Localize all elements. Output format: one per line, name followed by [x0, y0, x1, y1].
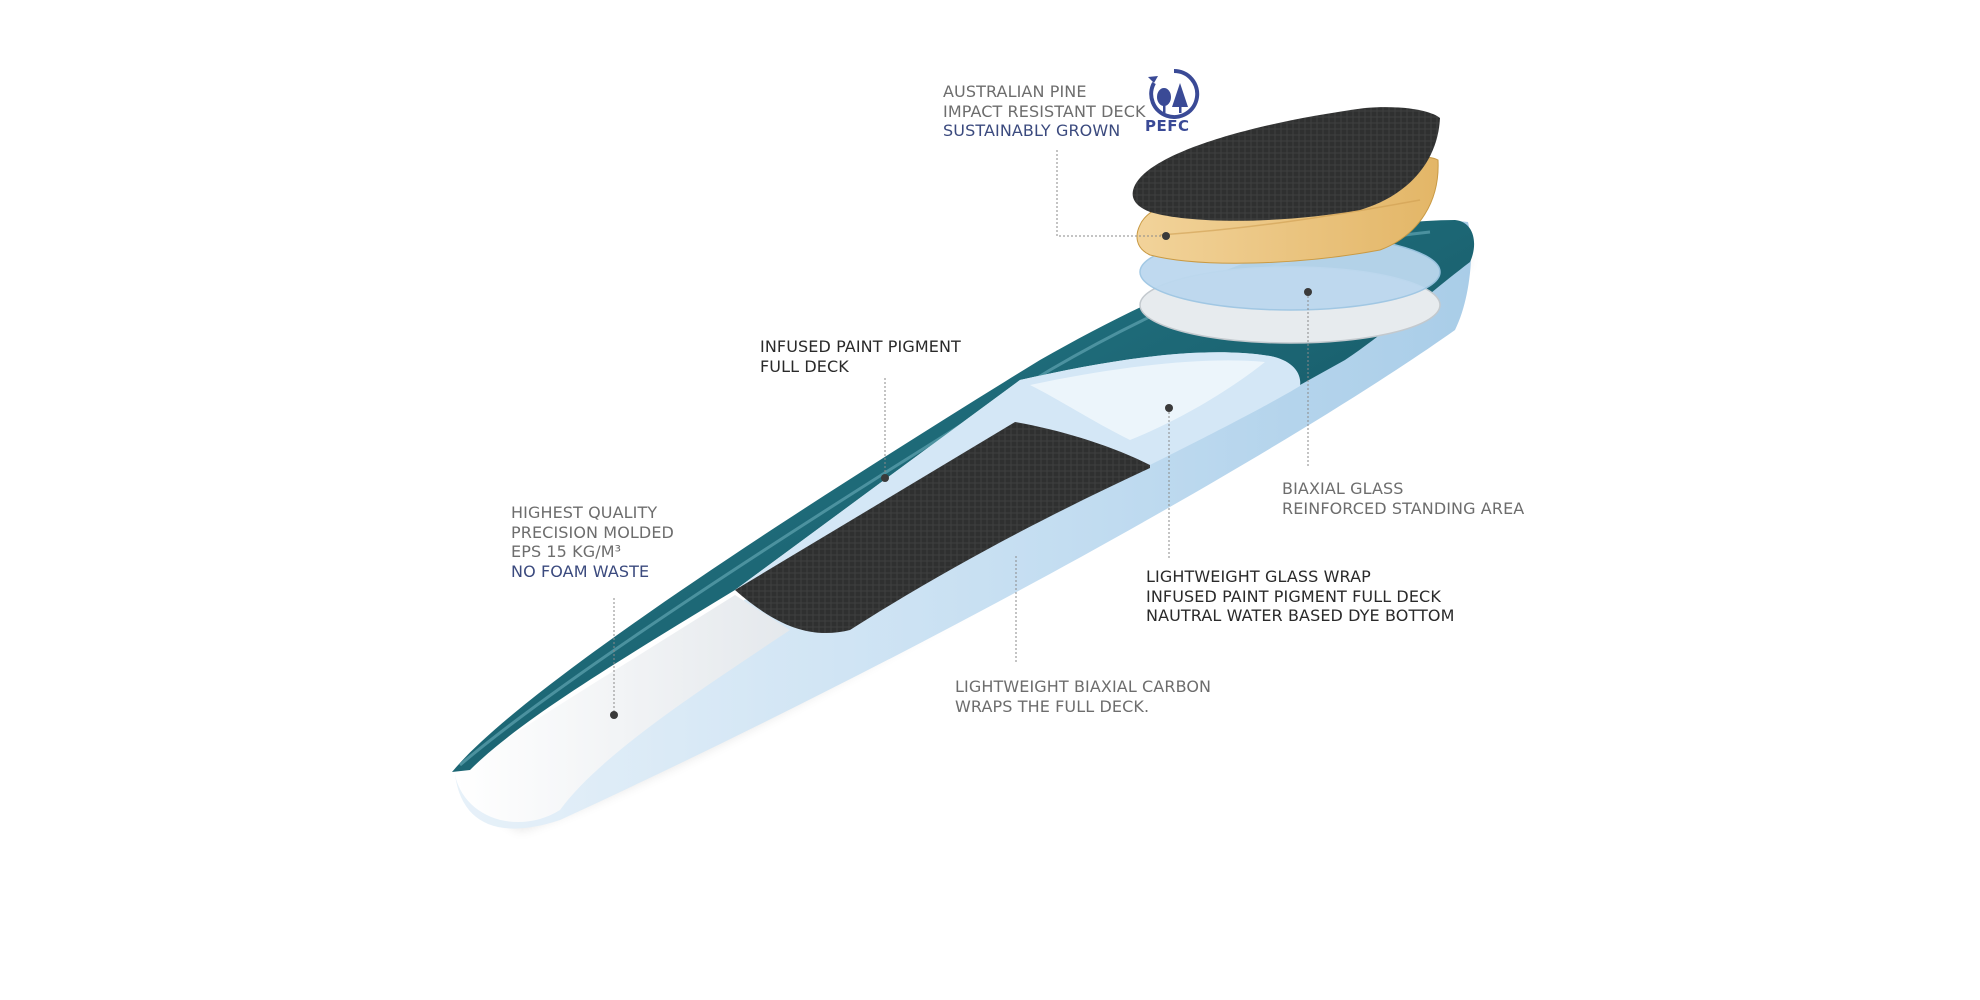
- pefc-text: PEFC: [1145, 117, 1190, 135]
- callout-glass-wrap: LIGHTWEIGHT GLASS WRAP INFUSED PAINT PIG…: [1146, 567, 1455, 626]
- callout-biaxial-glass: BIAXIAL GLASS REINFORCED STANDING AREA: [1282, 479, 1524, 518]
- callout-line: NAUTRAL WATER BASED DYE BOTTOM: [1146, 606, 1455, 625]
- leader-dot-eps: [610, 711, 618, 719]
- leader-line-pine: [1056, 150, 1166, 237]
- leader-dot-pine: [1162, 232, 1170, 240]
- pine-grain-line: [1159, 199, 1421, 236]
- callout-line: REINFORCED STANDING AREA: [1282, 498, 1525, 518]
- callout-accent-line: SUSTAINABLY GROWN: [943, 121, 1121, 140]
- callout-line: LIGHTWEIGHT GLASS WRAP: [1146, 567, 1371, 586]
- callout-line: WRAPS THE FULL DECK.: [955, 696, 1150, 716]
- callout-line: INFUSED PAINT PIGMENT: [760, 337, 961, 356]
- pefc-logo: PEFC: [1142, 67, 1206, 139]
- eps-foam-core: [455, 595, 790, 823]
- carbon-deck-pad: [735, 422, 1150, 634]
- callout-line: LIGHTWEIGHT BIAXIAL CARBON: [955, 677, 1212, 696]
- callout-eps-foam: HIGHEST QUALITY PRECISION MOLDED EPS 15 …: [511, 503, 674, 581]
- leader-dot-pigment: [881, 474, 889, 482]
- callout-line: BIAXIAL GLASS: [1282, 479, 1404, 498]
- callout-line: AUSTRALIAN PINE: [943, 82, 1087, 101]
- deck-glass-sheen: [1030, 360, 1265, 440]
- callout-biaxial-carbon: LIGHTWEIGHT BIAXIAL CARBON WRAPS THE FUL…: [955, 677, 1211, 716]
- callout-line: PRECISION MOLDED: [511, 522, 674, 542]
- callout-line: FULL DECK: [760, 356, 849, 376]
- leader-dot-glass-wrap: [1165, 404, 1173, 412]
- leader-dot-biaxial-glass: [1304, 288, 1312, 296]
- callout-accent-line: NO FOAM WASTE: [511, 561, 650, 581]
- callout-line: HIGHEST QUALITY: [511, 503, 658, 522]
- callout-line: IMPACT RESISTANT DECK: [943, 101, 1146, 121]
- callout-line: EPS 15 KG/M³: [511, 542, 622, 561]
- callout-australian-pine: AUSTRALIAN PINE IMPACT RESISTANT DECK SU…: [943, 82, 1146, 141]
- callout-line: INFUSED PAINT PIGMENT FULL DECK: [1146, 586, 1441, 606]
- callout-infused-pigment: INFUSED PAINT PIGMENT FULL DECK: [760, 337, 961, 376]
- carbon-top-layer: [1132, 107, 1440, 221]
- pefc-trees-icon: [1148, 68, 1200, 119]
